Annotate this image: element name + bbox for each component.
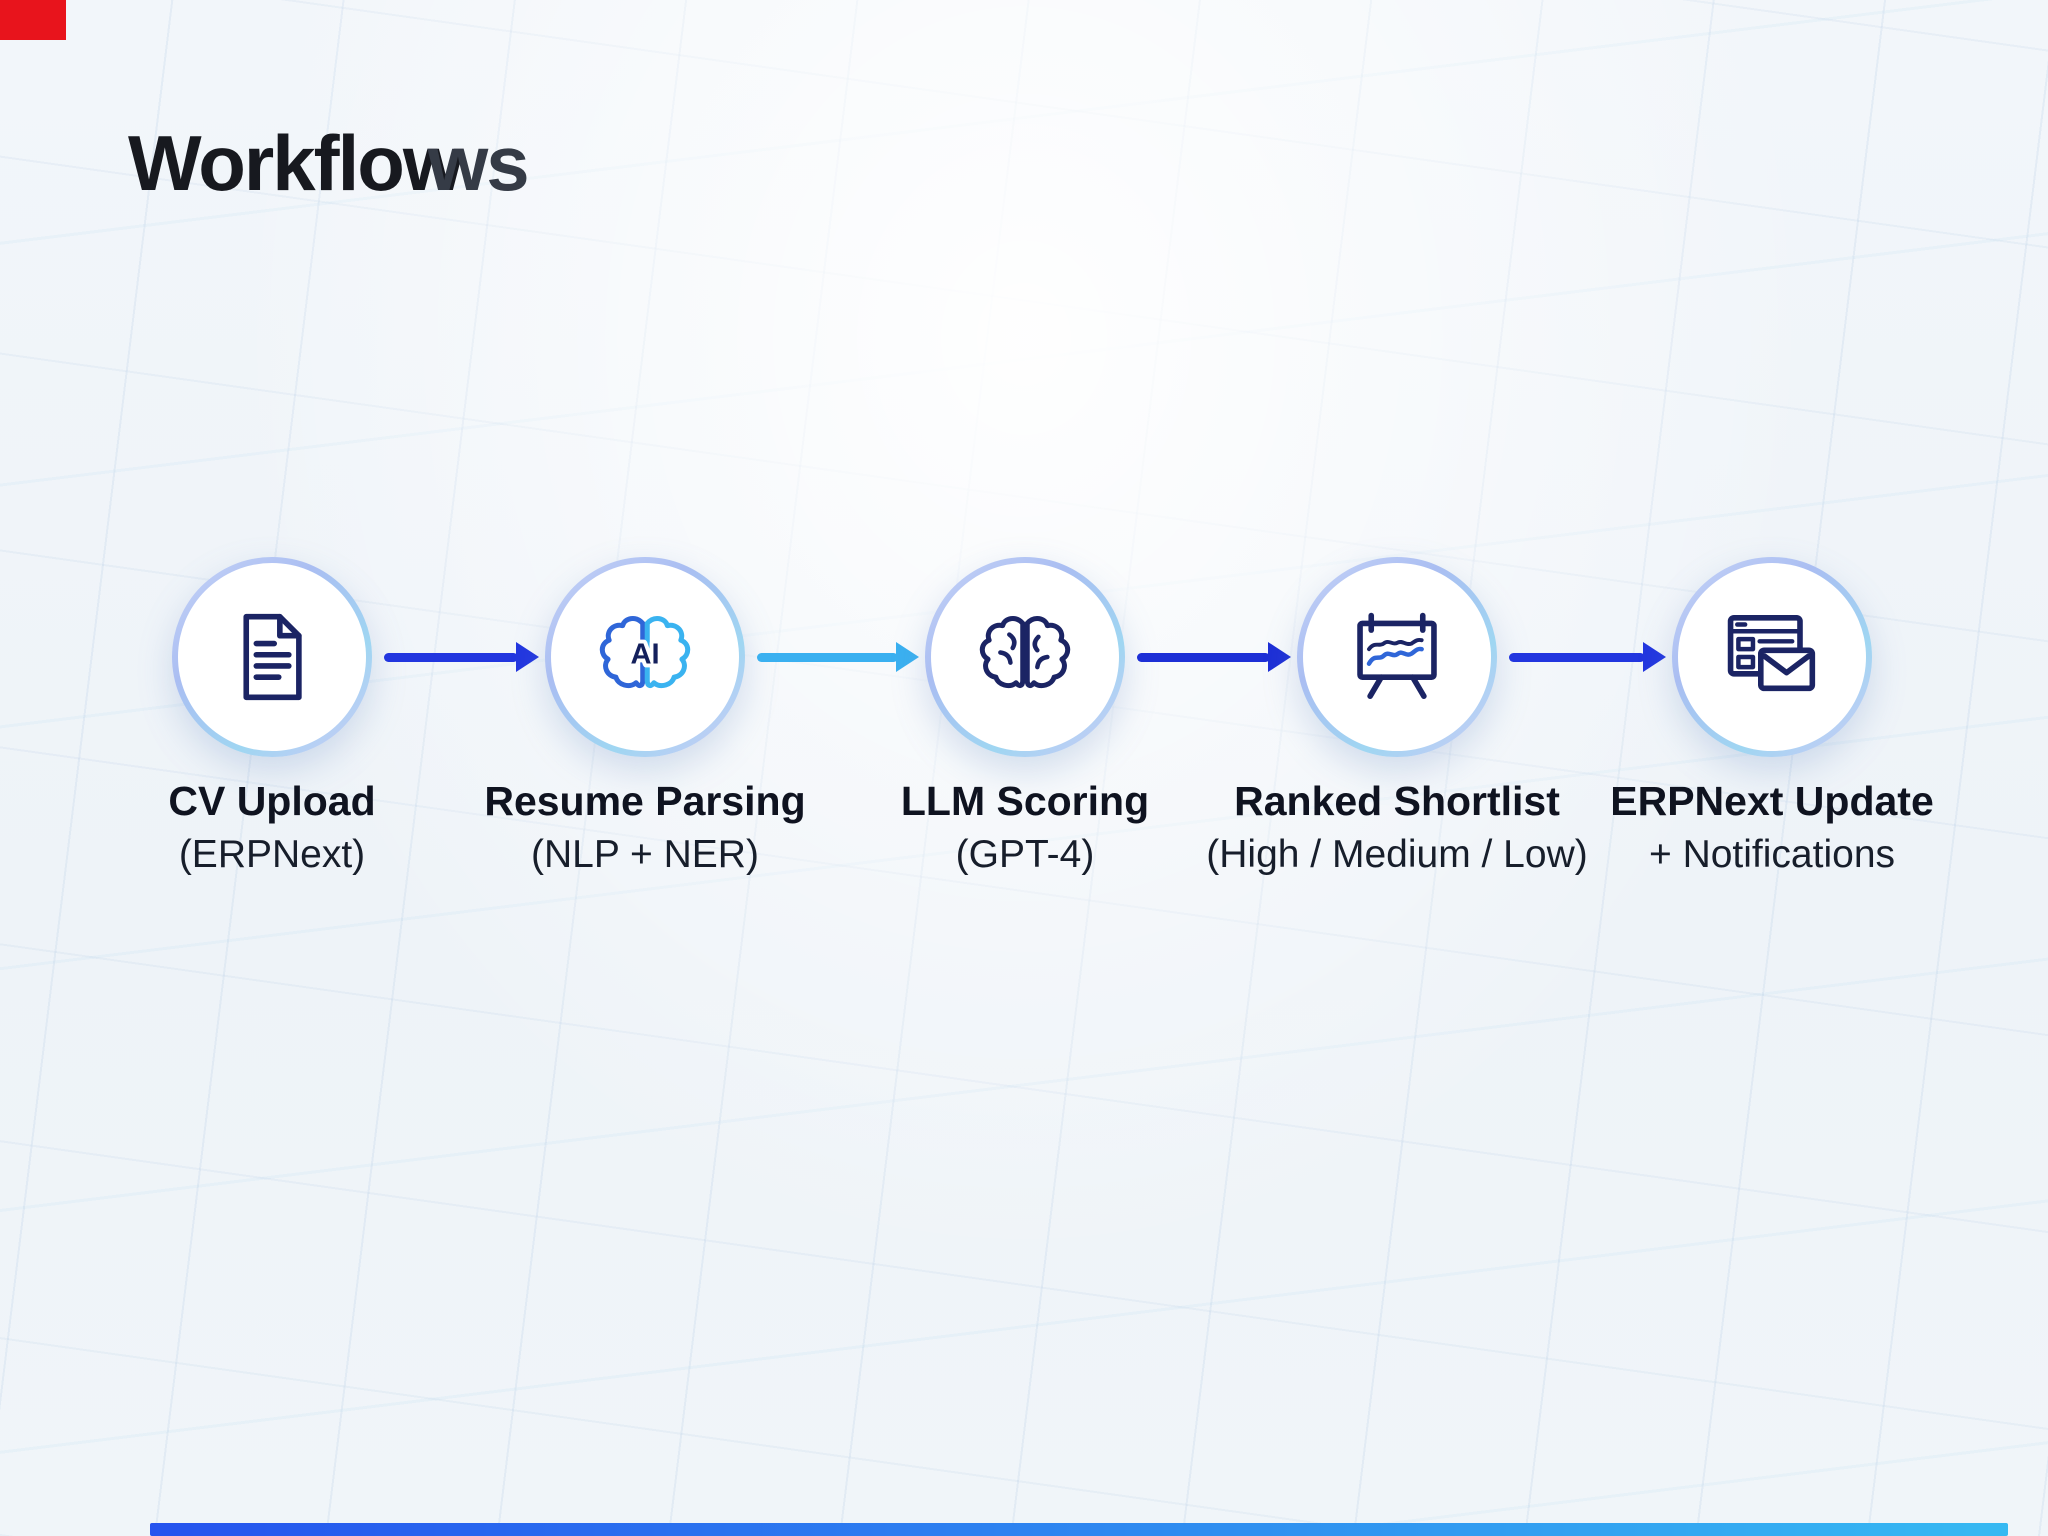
arrow-1-line: [384, 652, 518, 662]
step-title: LLM Scoring: [900, 778, 1150, 824]
step-subtitle: + Notifications: [1648, 833, 1896, 876]
ai-brain-icon: AI: [589, 601, 701, 713]
step-subtitle: (GPT-4): [955, 833, 1095, 876]
arrow-3-head: [1268, 642, 1291, 672]
step-label-llm-scoring: LLM Scoring (GPT-4): [765, 778, 1285, 877]
step-title: Ranked Shortlist: [1234, 778, 1560, 824]
page-title-overlap: ws: [427, 119, 530, 207]
step-circle-resume-parsing: AI: [545, 557, 745, 757]
step-circle-llm-scoring: [925, 557, 1125, 757]
step-title: ERPNext Update: [1610, 778, 1934, 824]
browser-mail-icon: [1716, 601, 1828, 713]
step-label-erpnext-update: ERPNext Update + Notifications: [1512, 778, 2032, 877]
step-circle-erpnext-update: [1672, 557, 1872, 757]
step-title: CV Upload: [168, 778, 376, 824]
whiteboard-chart-icon: [1341, 601, 1453, 713]
svg-text:AI: AI: [630, 639, 659, 671]
page-title-main: Workflow: [128, 119, 464, 207]
arrow-2: [757, 641, 919, 673]
step-subtitle: (NLP + NER): [531, 833, 759, 876]
arrow-1-head: [516, 642, 539, 672]
step-circle-cv-upload: [172, 557, 372, 757]
step-title: Resume Parsing: [484, 778, 806, 824]
arrow-4: [1509, 641, 1666, 673]
arrow-3: [1137, 641, 1291, 673]
arrow-4-head: [1643, 642, 1666, 672]
arrow-4-line: [1509, 652, 1645, 662]
bottom-accent-bar: [150, 1523, 2008, 1536]
corner-accent: [0, 0, 66, 40]
arrow-3-line: [1137, 652, 1270, 662]
brain-icon: [969, 601, 1081, 713]
arrow-1: [384, 641, 539, 673]
step-circle-ranked-shortlist: [1297, 557, 1497, 757]
document-icon: [216, 601, 328, 713]
step-subtitle: (High / Medium / Low): [1206, 833, 1588, 876]
step-label-ranked-shortlist: Ranked Shortlist (High / Medium / Low): [1137, 778, 1657, 877]
arrow-2-head: [896, 642, 919, 672]
arrow-2-line: [757, 652, 898, 662]
step-subtitle: (ERPNext): [178, 833, 366, 876]
page-title: Workflowws: [128, 118, 530, 209]
step-label-resume-parsing: Resume Parsing (NLP + NER): [385, 778, 905, 877]
step-label-cv-upload: CV Upload (ERPNext): [12, 778, 532, 877]
